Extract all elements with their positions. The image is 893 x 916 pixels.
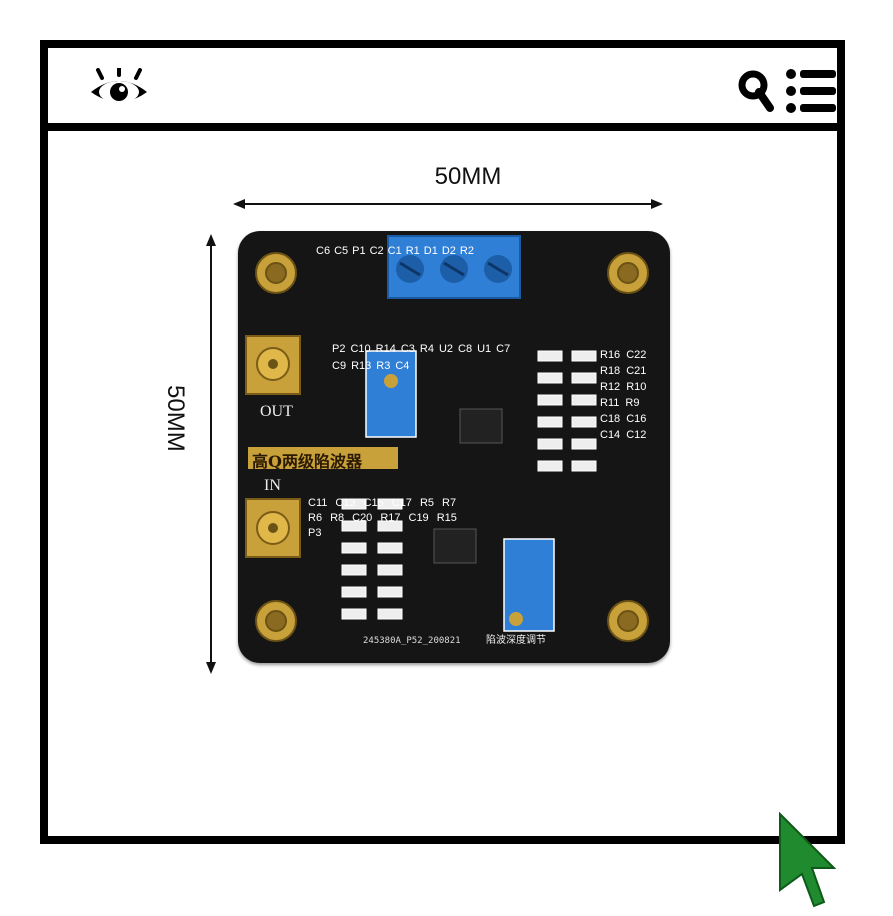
- label-bottom-3: C17: [391, 497, 412, 509]
- potentiometer-r13: [503, 538, 555, 632]
- label-mid-1: C10: [350, 343, 371, 355]
- board-code: 245380A_P52_200821: [363, 636, 461, 646]
- potentiometer-r14: [365, 350, 417, 438]
- label-mid-2: R14: [375, 343, 396, 355]
- menu-list-icon[interactable]: [786, 68, 838, 114]
- terminal-block-p1: [387, 235, 521, 299]
- width-dimension-label: 50MM: [434, 163, 502, 190]
- app-window: 50MM 50MM: [40, 40, 845, 844]
- toolbar: [48, 48, 837, 131]
- label-top-3: C2: [369, 245, 384, 257]
- label-mid-10: R13: [351, 360, 372, 372]
- label-bottom-0: C11: [308, 497, 328, 509]
- label-mid-3: C3: [400, 343, 415, 355]
- eye-icon[interactable]: [88, 68, 150, 110]
- port-in-label: IN: [264, 477, 281, 494]
- label-right-0: R16: [600, 349, 621, 361]
- label-top-6: D1: [423, 245, 438, 257]
- ic-u2: [459, 408, 503, 444]
- board-title: 高Q两级陷波器: [252, 452, 362, 471]
- label-bottom-8: C20: [352, 512, 373, 524]
- label-bottom-12: P3: [308, 527, 322, 539]
- label-mid-6: C8: [458, 343, 473, 355]
- label-bottom-9: R17: [380, 512, 401, 524]
- label-top-8: R2: [459, 245, 474, 257]
- sma-connector-out: [245, 335, 301, 395]
- label-bottom-4: R5: [419, 497, 434, 509]
- mounting-hole-bottom-left: [255, 600, 297, 642]
- label-top-0: C6: [316, 245, 331, 257]
- title-banner: [248, 447, 398, 469]
- label-top-5: R1: [405, 245, 420, 257]
- mounting-hole-top-left: [255, 252, 297, 294]
- pcb-drawing: [245, 235, 649, 642]
- label-mid-11: R3: [376, 360, 391, 372]
- label-bottom-11: R15: [436, 512, 457, 524]
- label-right-10: C14: [600, 429, 621, 441]
- port-out-label: OUT: [260, 403, 293, 420]
- label-right-5: R10: [626, 381, 647, 393]
- label-top-1: C5: [334, 245, 349, 257]
- label-top-7: D2: [441, 245, 456, 257]
- label-mid-12: C4: [395, 360, 410, 372]
- mounting-hole-bottom-right: [607, 600, 649, 642]
- adjust-label: 陷波深度调节: [486, 635, 546, 646]
- label-right-1: C22: [626, 349, 647, 361]
- label-right-2: R18: [600, 365, 621, 377]
- label-mid-0: P2: [332, 343, 346, 355]
- label-right-4: R12: [600, 381, 621, 393]
- ic-u1: [433, 528, 477, 564]
- label-top-2: P1: [352, 245, 366, 257]
- label-right-11: C12: [626, 429, 647, 441]
- label-bottom-6: R6: [308, 512, 323, 524]
- label-bottom-10: C19: [408, 512, 429, 524]
- label-mid-5: U2: [438, 343, 454, 355]
- label-right-7: R9: [625, 397, 640, 409]
- label-right-3: C21: [626, 365, 647, 377]
- label-bottom-5: R7: [442, 497, 457, 509]
- label-bottom-2: C15: [363, 497, 384, 509]
- sma-connector-in: [245, 498, 301, 558]
- label-mid-8: C7: [496, 343, 511, 355]
- label-mid-7: U1: [477, 343, 492, 355]
- label-right-6: R11: [600, 397, 620, 409]
- notch-filter-pcb-board: 高Q两级陷波器 245380A_P52_200821 陷波深度调节 OUT IN…: [238, 231, 670, 663]
- label-mid-4: R4: [419, 343, 434, 355]
- label-mid-9: C9: [332, 360, 347, 372]
- search-icon[interactable]: [738, 70, 774, 112]
- label-right-9: C16: [626, 413, 647, 425]
- label-bottom-7: R8: [330, 512, 345, 524]
- width-dimension-arrow: [233, 199, 663, 209]
- product-image-area: 50MM 50MM: [48, 131, 837, 844]
- height-dimension-label: 50MM: [162, 385, 189, 452]
- label-top-4: C1: [387, 245, 402, 257]
- label-bottom-1: C13: [335, 497, 356, 509]
- cursor-arrow-icon: [779, 812, 837, 908]
- label-right-8: C18: [600, 413, 621, 425]
- height-dimension-arrow: [206, 234, 216, 674]
- mounting-hole-top-right: [607, 252, 649, 294]
